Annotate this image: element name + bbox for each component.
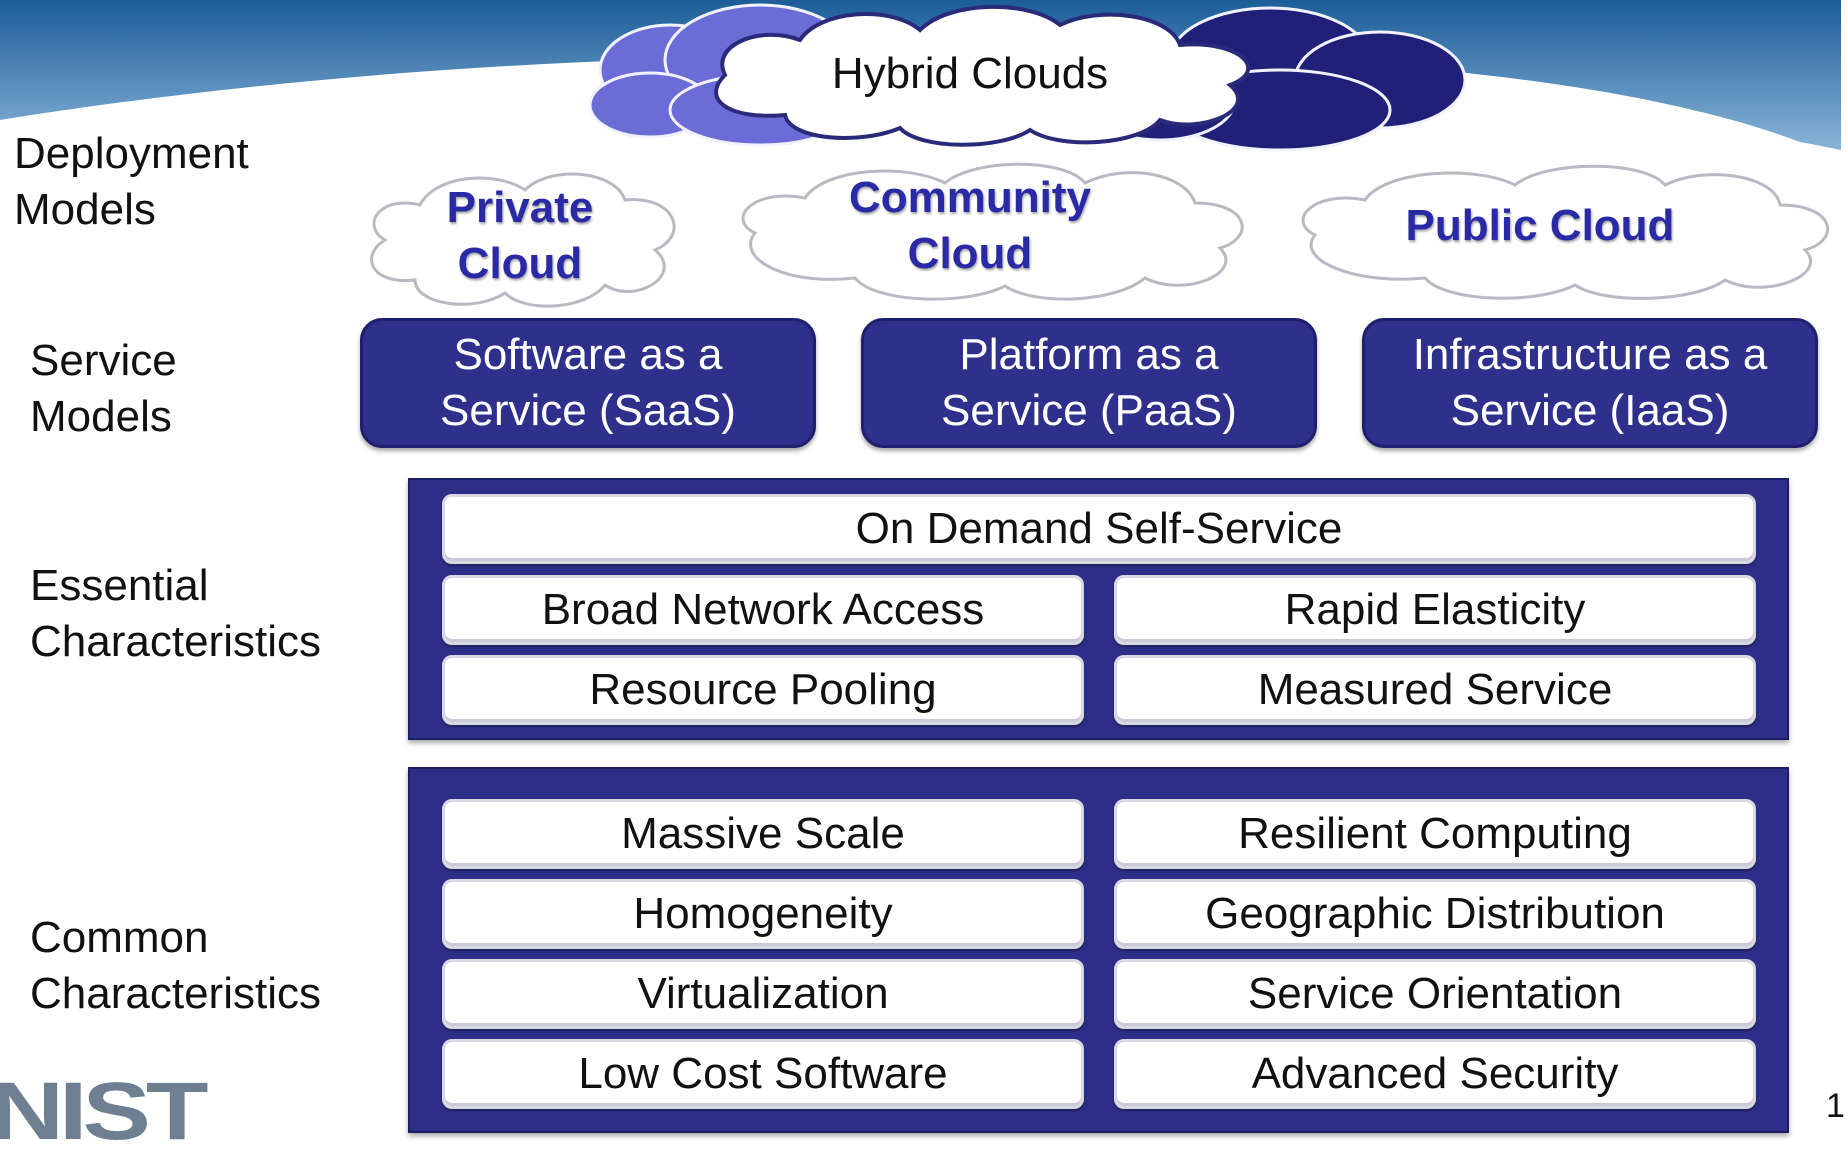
saas-line1: Software as a [453, 330, 723, 379]
deployment-label-line2: Models [14, 185, 156, 234]
iaas-line2: Service (IaaS) [1450, 386, 1730, 435]
nist-logo: NIST [0, 1071, 208, 1153]
essential-item: Measured Service [1114, 655, 1756, 725]
saas-box: Software as a Service (SaaS) [360, 318, 816, 448]
saas-line2: Service (SaaS) [440, 386, 736, 435]
service-label-line1: Service [30, 336, 177, 385]
essential-characteristics-label: Essential Characteristics [30, 558, 321, 670]
hybrid-cloud-center [714, 4, 1251, 147]
common-item: Geographic Distribution [1114, 879, 1756, 949]
essential-item: On Demand Self-Service [442, 494, 1756, 564]
iaas-line1: Infrastructure as a [1412, 330, 1768, 379]
nist-logo-text: NIST [0, 1066, 208, 1157]
deployment-models-label: Deployment Models [14, 126, 249, 238]
iaas-box: Infrastructure as a Service (IaaS) [1362, 318, 1818, 448]
essential-item: Rapid Elasticity [1114, 575, 1756, 645]
hybrid-clouds-label: Hybrid Clouds [831, 49, 1109, 98]
community-cloud-line2: Cloud [907, 229, 1033, 278]
public-cloud-shape [1301, 164, 1830, 300]
deployment-label-line1: Deployment [14, 129, 249, 178]
common-label-line1: Common [30, 913, 209, 962]
public-cloud-label: Public Cloud [1405, 201, 1675, 250]
service-models-label: Service Models [30, 333, 177, 445]
common-item: Virtualization [442, 959, 1084, 1029]
paas-line1: Platform as a [959, 330, 1219, 379]
essential-label-line1: Essential [30, 561, 209, 610]
community-cloud-line1: Community [849, 173, 1091, 222]
essential-characteristics-panel: On Demand Self-Service Broad Network Acc… [408, 478, 1789, 740]
private-cloud-line2: Cloud [457, 239, 583, 288]
essential-label-line2: Characteristics [30, 617, 321, 666]
common-item: Advanced Security [1114, 1039, 1756, 1109]
private-cloud-line1: Private [446, 183, 594, 232]
common-item: Massive Scale [442, 799, 1084, 869]
paas-box: Platform as a Service (PaaS) [861, 318, 1317, 448]
page-number: 1 [1826, 1087, 1845, 1125]
community-cloud-shape [741, 162, 1244, 301]
common-item: Resilient Computing [1114, 799, 1756, 869]
common-characteristics-label: Common Characteristics [30, 910, 321, 1022]
community-cloud-label: Community Cloud [820, 170, 1120, 282]
common-label-line2: Characteristics [30, 969, 321, 1018]
private-cloud-shape [370, 172, 676, 308]
hybrid-clouds-graphic [588, 3, 1467, 152]
essential-item: Broad Network Access [442, 575, 1084, 645]
common-item: Service Orientation [1114, 959, 1756, 1029]
private-cloud-label: Private Cloud [400, 180, 640, 292]
paas-line2: Service (PaaS) [941, 386, 1237, 435]
common-item: Low Cost Software [442, 1039, 1084, 1109]
common-characteristics-panel: Massive Scale Resilient Computing Homoge… [408, 767, 1789, 1133]
essential-item: Resource Pooling [442, 655, 1084, 725]
service-label-line2: Models [30, 392, 172, 441]
common-item: Homogeneity [442, 879, 1084, 949]
